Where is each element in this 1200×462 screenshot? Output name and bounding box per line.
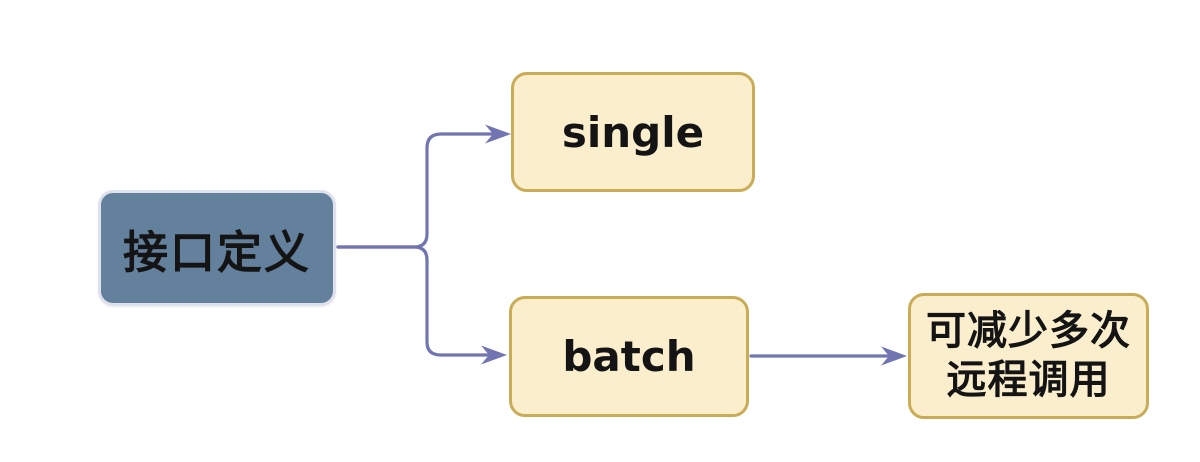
node-benefit-label-line2: 远程调用 [946, 357, 1111, 403]
arrowhead-to-benefit-icon [881, 346, 907, 366]
node-root-interface-definition[interactable]: 接口定义 [98, 190, 336, 306]
node-batch-label: batch [562, 332, 696, 381]
node-benefit-label-line1: 可减少多次 [926, 308, 1131, 355]
connector-root-to-single [336, 132, 495, 249]
node-batch[interactable]: batch [509, 296, 749, 417]
connector-root-to-batch [336, 245, 491, 357]
arrowhead-to-batch-icon [481, 345, 507, 365]
node-single-label: single [561, 107, 705, 157]
node-benefit-reduce-remote-calls[interactable]: 可减少多次 远程调用 [908, 293, 1149, 419]
arrowhead-to-single-icon [485, 124, 511, 144]
node-single[interactable]: single [511, 72, 755, 192]
node-root-label: 接口定义 [122, 225, 311, 279]
